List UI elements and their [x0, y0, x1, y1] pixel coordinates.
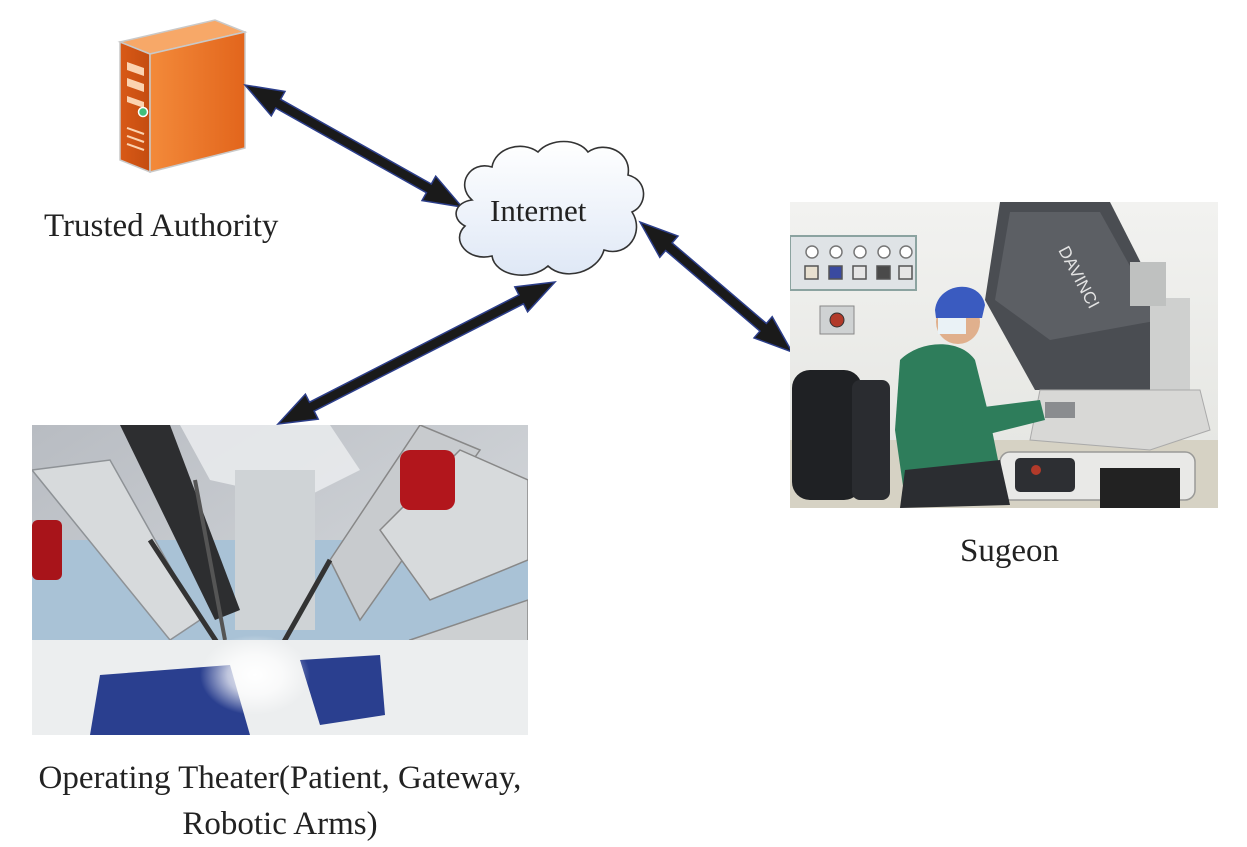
internet-label: Internet: [490, 193, 587, 228]
surgeon-console-photo: DAVINCI: [790, 202, 1218, 508]
operating-theater-label-line1: Operating Theater(Patient, Gateway,: [38, 760, 522, 796]
edge-internet-theater: [276, 281, 557, 425]
cloud-icon: [455, 140, 645, 276]
edge-internet-surgeon: [638, 220, 794, 354]
edge-authority-internet: [243, 83, 464, 209]
server-icon: [117, 19, 248, 174]
robotic-arms-photo: [32, 425, 528, 735]
surgeon-label: Sugeon: [960, 533, 1059, 569]
trusted-authority-label: Trusted Authority: [44, 208, 279, 244]
operating-theater-label-line2: Robotic Arms): [182, 806, 378, 842]
